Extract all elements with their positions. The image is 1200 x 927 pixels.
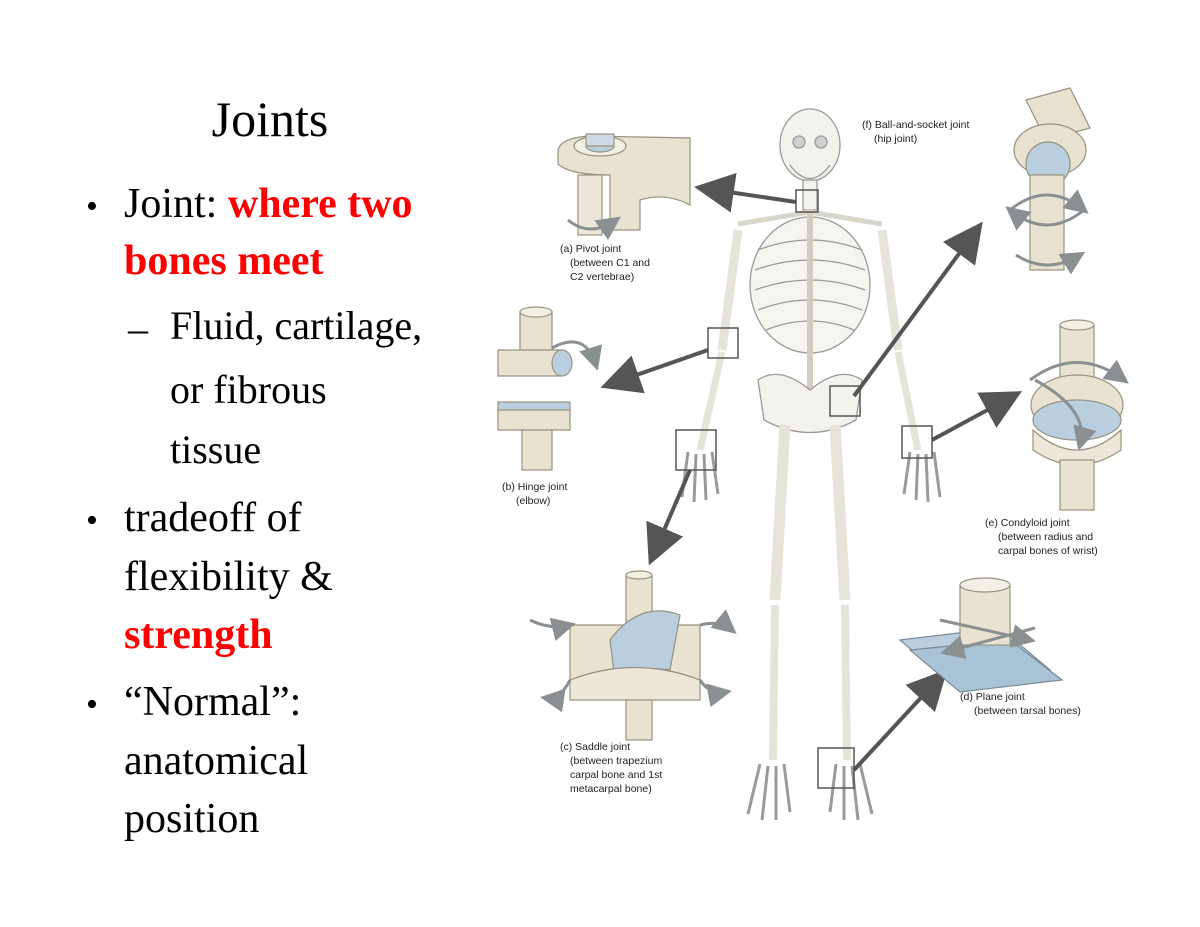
bullet-2-marker: • [86,502,98,539]
saddle-joint-model [529,570,737,741]
sub-bullet-line-2: or fibrous [170,367,327,412]
condyloid-joint-model [1029,319,1129,511]
svg-text:(e) Condyloid joint: (e) Condyloid joint [985,517,1070,529]
saddle-joint-caption: (c) Saddle joint (between trapezium carp… [560,741,662,795]
bullet-1-emphasis-2: bones meet [124,238,324,284]
plane-joint-model [898,577,1064,693]
hinge-joint-model [497,306,603,471]
bullet-1-line-1: Joint: where two [124,183,413,225]
condyloid-joint-caption: (e) Condyloid joint (between radius and … [985,517,1098,557]
bullet-3-marker: • [86,686,98,723]
hinge-joint-caption: (b) Hinge joint (elbow) [502,481,567,507]
svg-text:metacarpal bone): metacarpal bone) [570,783,652,795]
ball-and-socket-caption: (f) Ball-and-socket joint (hip joint) [862,119,969,145]
bullet-1-marker: • [86,188,98,225]
svg-text:(between radius and: (between radius and [998,531,1093,543]
svg-text:(between C1 and: (between C1 and [570,257,650,269]
plane-joint-caption: (d) Plane joint (between tarsal bones) [960,691,1081,717]
svg-text:carpal bones of wrist): carpal bones of wrist) [998,545,1098,557]
sub-bullet-marker: – [128,306,148,351]
svg-text:(between tarsal bones): (between tarsal bones) [974,705,1081,717]
svg-text:carpal bone and 1st: carpal bone and 1st [570,769,662,781]
bullet-2-emphasis: strength [124,612,273,658]
bullet-2-line-1: tradeoff of [124,495,302,541]
sub-bullet-line-3: tissue [170,427,262,472]
svg-text:(c) Saddle joint: (c) Saddle joint [560,741,630,753]
bullet-3-line-2: anatomical [124,738,309,784]
ball-and-socket-joint-model [1005,87,1091,275]
sub-bullet-line-1: Fluid, cartilage, [170,303,423,348]
bullet-1-label: Joint: [124,181,228,227]
svg-text:(elbow): (elbow) [516,495,550,507]
pointer-arrows [600,172,1023,772]
bullet-3-line-3: position [124,796,260,842]
bullet-3-line-1: “Normal”: [124,679,302,725]
bullet-1-emphasis-1: where two [227,181,413,227]
joint-location-boxes [675,189,933,789]
svg-text:(hip joint): (hip joint) [874,133,917,145]
svg-text:(d) Plane joint: (d) Plane joint [960,691,1025,703]
svg-text:(f) Ball-and-socket joint: (f) Ball-and-socket joint [862,119,969,131]
pivot-joint-caption: (a) Pivot joint (between C1 and C2 verte… [560,243,650,283]
svg-text:(a) Pivot joint: (a) Pivot joint [560,243,621,255]
svg-text:(between trapezium: (between trapezium [570,755,662,767]
slide-title: Joints [211,91,329,147]
skeleton [680,108,942,821]
pivot-joint-model [557,133,691,241]
joint-types-figure: (a) Pivot joint (between C1 and C2 verte… [497,87,1129,821]
bullet-2-line-2: flexibility & [124,554,333,600]
svg-text:(b) Hinge joint: (b) Hinge joint [502,481,567,493]
svg-text:C2 vertebrae): C2 vertebrae) [570,271,634,283]
